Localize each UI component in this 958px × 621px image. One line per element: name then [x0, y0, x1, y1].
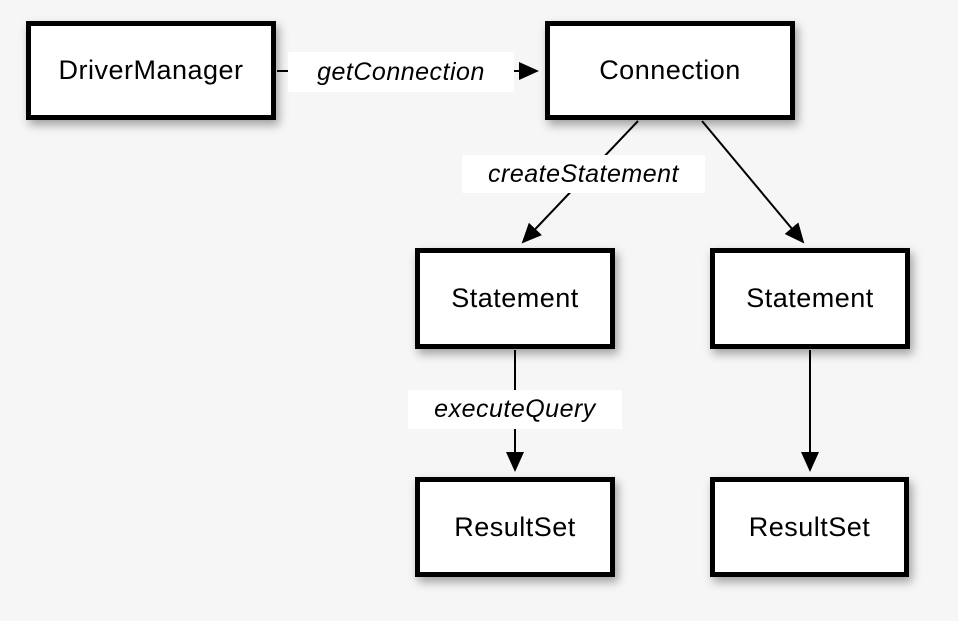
node-statement-right: Statement [710, 248, 910, 349]
node-driver-manager: DriverManager [26, 21, 276, 120]
edge-label-get-connection: getConnection [288, 52, 514, 92]
edge-label-create-statement: createStatement [462, 155, 705, 193]
node-resultset-right: ResultSet [710, 477, 909, 577]
node-statement-left: Statement [415, 248, 615, 349]
node-connection: Connection [545, 21, 795, 120]
node-resultset-left: ResultSet [415, 477, 615, 577]
edge-label-execute-query: executeQuery [408, 390, 622, 429]
arrow-connection-to-statement-right [701, 120, 805, 244]
